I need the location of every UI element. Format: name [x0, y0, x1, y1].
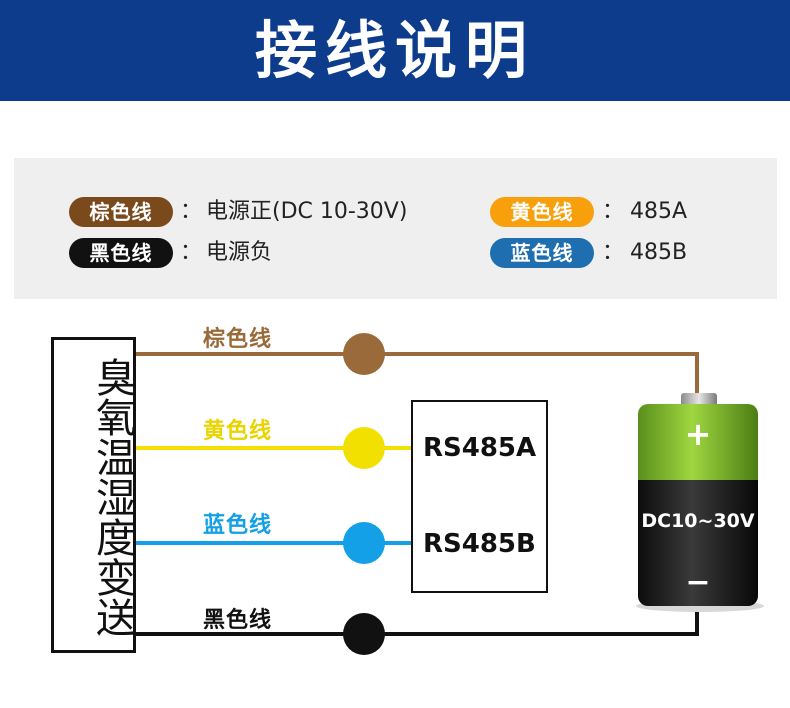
brown-wire [136, 333, 699, 398]
battery-minus-sign: − [685, 565, 711, 600]
battery-voltage-label: DC10~30V [641, 510, 755, 532]
header-banner: 接线说明 [0, 0, 790, 101]
blue-wire [136, 522, 412, 564]
legend-tag-brown: 棕色线 [69, 197, 173, 227]
legend-desc-yellow: 485A [630, 199, 688, 224]
wire-legend-panel: 棕色线 ： 电源正(DC 10-30V) 黑色线 ： 电源负 黄色线 ： 485… [14, 158, 777, 299]
legend-separator: ： [602, 240, 625, 265]
blue-wire-node [343, 522, 385, 564]
yellow-wire [136, 427, 412, 469]
page-title: 接线说明 [254, 14, 535, 87]
yellow-wire-label: 黄色线 [203, 419, 273, 444]
rs485b-label: RS485B [423, 529, 536, 559]
yellow-wire-node [343, 427, 385, 469]
legend-desc-blue: 485B [630, 240, 688, 265]
black-wire-node [343, 613, 385, 655]
legend-separator: ： [180, 240, 203, 265]
blue-wire-label: 蓝色线 [203, 513, 273, 538]
legend-tag-blue: 蓝色线 [490, 238, 594, 268]
battery-plus-sign: + [684, 415, 712, 453]
rs485a-label: RS485A [423, 433, 537, 463]
battery-icon [636, 393, 764, 612]
legend-desc-black: 电源负 [206, 240, 273, 265]
legend-tag-black: 黑色线 [69, 238, 173, 268]
brown-wire-node [343, 333, 385, 375]
legend-desc-brown: 电源正(DC 10-30V) [206, 199, 408, 224]
legend-separator: ： [602, 199, 625, 224]
legend-tag-yellow: 黄色线 [490, 197, 594, 227]
legend-separator: ： [180, 199, 203, 224]
transmitter-device: 臭氧温湿度变送 [51, 337, 136, 653]
device-name: 臭氧温湿度变送 [89, 357, 135, 637]
rs485-terminal-box: RS485A RS485B [411, 400, 548, 593]
brown-wire-label: 棕色线 [203, 327, 273, 352]
black-wire-label: 黑色线 [203, 608, 273, 633]
